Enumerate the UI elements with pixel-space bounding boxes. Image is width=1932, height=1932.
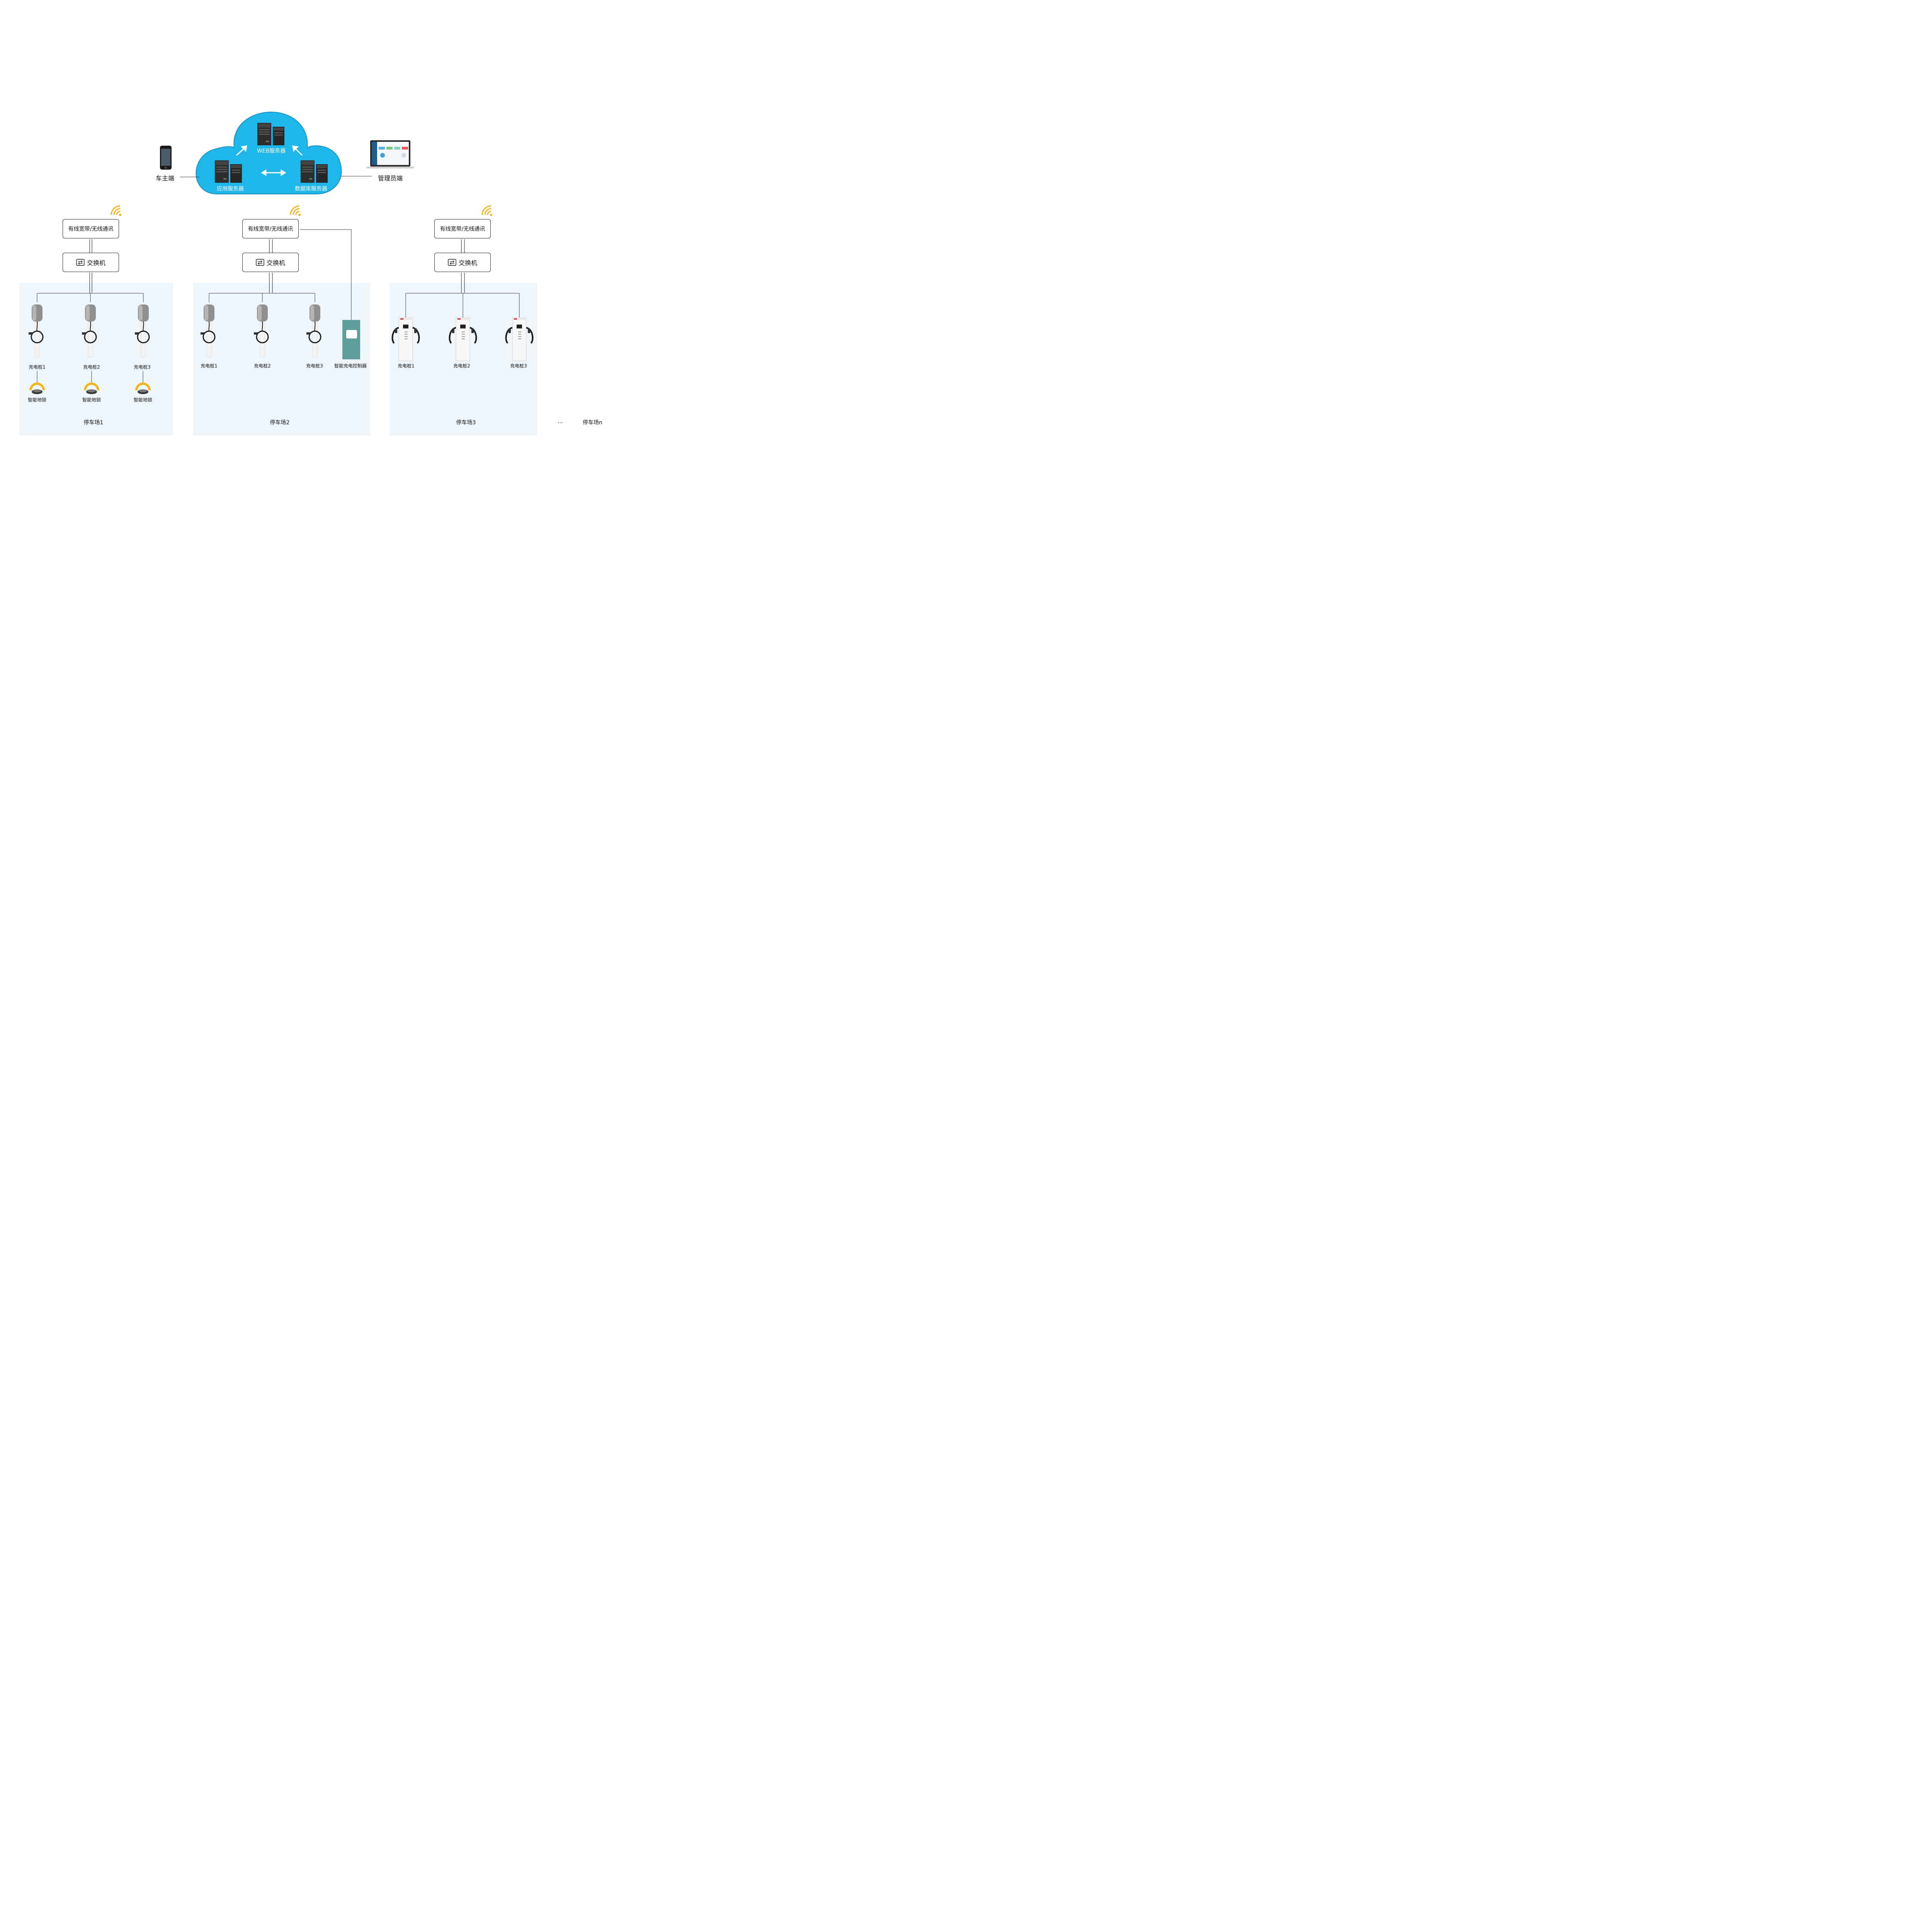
lock-label: 智能地锁 — [27, 397, 47, 403]
charger-label: 充电桩1 — [398, 363, 415, 369]
web-server-label: WEB服务器 — [257, 148, 286, 154]
parking-lot-3-label: 停车场3 — [456, 420, 476, 426]
comm-label: 有线宽带/无线通讯 — [248, 226, 293, 232]
comm-box-lot2: 有线宽带/无线通讯 — [242, 219, 299, 238]
controller-label: 智能充电控制器 — [334, 363, 367, 369]
switch-box-lot2: 交换机 — [242, 253, 299, 272]
parking-lot-1-label: 停车场1 — [83, 420, 104, 426]
switch-box-lot3: 交换机 — [434, 253, 491, 272]
comm-label: 有线宽带/无线通讯 — [68, 226, 114, 232]
switch-label: 交换机 — [266, 259, 285, 267]
lock-label: 智能地锁 — [82, 397, 101, 403]
parking-lot-n-label: 停车场n — [583, 420, 602, 426]
switch-label: 交换机 — [87, 259, 105, 267]
ellipsis-label: ... — [558, 418, 563, 425]
comm-box-lot3: 有线宽带/无线通讯 — [434, 219, 491, 238]
charger-label: 充电桩1 — [29, 364, 46, 370]
switch-icon — [448, 259, 456, 266]
comm-label: 有线宽带/无线通讯 — [440, 226, 485, 232]
charger-label: 充电桩2 — [83, 364, 100, 370]
charger-label: 充电桩2 — [453, 363, 470, 369]
switch-box-lot1: 交换机 — [63, 253, 119, 272]
charger-label: 充电桩1 — [201, 363, 218, 369]
comm-box-lot1: 有线宽带/无线通讯 — [63, 219, 119, 238]
laptop-icon — [366, 140, 414, 168]
charger-label: 充电桩3 — [134, 364, 151, 370]
smart-controller-icon — [342, 320, 360, 359]
charger-label: 充电桩3 — [510, 363, 527, 369]
charger-label: 充电桩3 — [306, 363, 323, 369]
diagram-canvas — [28, 111, 534, 554]
owner-client-label: 车主端 — [156, 175, 175, 182]
admin-client-label: 管理员端 — [378, 175, 403, 182]
app-server-label: 应用服务器 — [217, 186, 244, 192]
parking-lot-2-label: 停车场2 — [270, 420, 290, 426]
parking-lot-2-zone — [193, 283, 370, 435]
db-server-label: 数据库服务器 — [295, 186, 327, 192]
switch-icon — [76, 259, 85, 266]
switch-label: 交换机 — [458, 259, 477, 267]
switch-icon — [256, 259, 264, 266]
lock-label: 智能地锁 — [133, 397, 153, 403]
charger-label: 充电桩2 — [254, 363, 271, 369]
phone-icon — [160, 146, 172, 170]
